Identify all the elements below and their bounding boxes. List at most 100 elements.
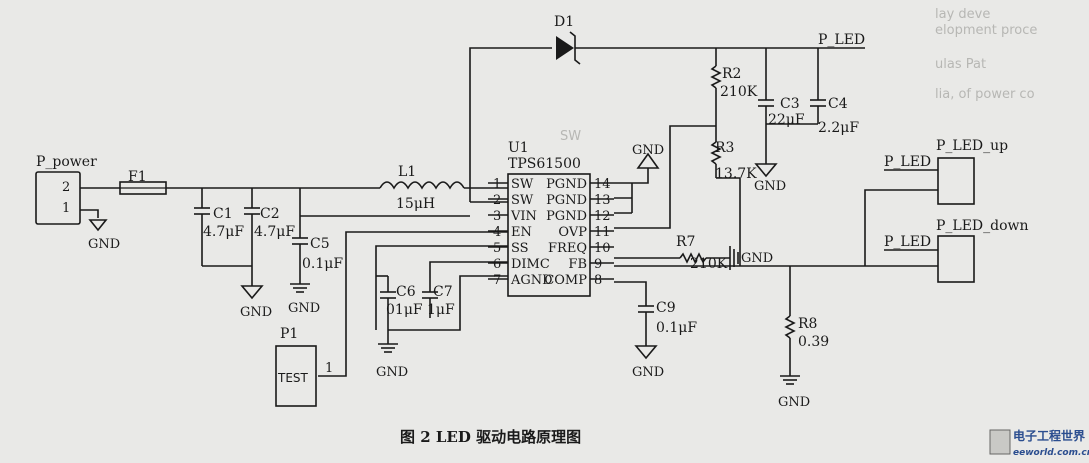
c3-value: 22μF bbox=[768, 112, 805, 128]
p-led-net-label: P_LED bbox=[818, 32, 865, 48]
p-led-label: P_LED bbox=[884, 234, 931, 250]
c7-value: 1μF bbox=[427, 302, 455, 318]
ic-pin-name: DIMC bbox=[511, 257, 550, 272]
ic-pin-number: 2 bbox=[493, 193, 501, 208]
capacitor-c1: C1 4.7μF bbox=[194, 188, 244, 266]
gnd-label: GND bbox=[240, 305, 272, 320]
resistor-r8: R8 0.39 bbox=[784, 266, 829, 376]
gnd-label: GND bbox=[754, 179, 786, 194]
ic-pin-name: VIN bbox=[510, 209, 537, 224]
c9-ref: C9 bbox=[656, 300, 676, 316]
gnd-label: GND bbox=[778, 395, 810, 410]
connector-p-led-down: P_LED_down P_LED bbox=[884, 218, 1029, 283]
r8-value: 0.39 bbox=[798, 334, 829, 350]
ghost-text: lia, of power co bbox=[935, 87, 1035, 102]
gnd-symbol: GND bbox=[288, 283, 320, 316]
ic-pin-number: 9 bbox=[594, 257, 602, 272]
l1-ref: L1 bbox=[398, 164, 416, 180]
r2-value: 210K bbox=[720, 84, 758, 100]
connector-body bbox=[937, 235, 975, 283]
agnd-wire bbox=[459, 275, 508, 318]
ic-pin-number: 10 bbox=[594, 241, 611, 256]
diode-triangle bbox=[556, 36, 574, 60]
figure-caption: 图 2 LED 驱动电路原理图 bbox=[400, 428, 581, 446]
ic-pin-name: PGND bbox=[546, 177, 587, 192]
r3-ref: R3 bbox=[715, 140, 734, 156]
ic-pin-name: FREQ bbox=[548, 241, 587, 256]
gnd-label: GND bbox=[288, 301, 320, 316]
c4-value: 2.2μF bbox=[818, 120, 859, 136]
c6-ref: C6 bbox=[396, 284, 416, 300]
capacitor-c9: C9 0.1μF bbox=[614, 281, 697, 346]
r7-value: 210K bbox=[690, 256, 728, 272]
p-led-label: P_LED bbox=[884, 154, 931, 170]
ic-pin-number: 5 bbox=[493, 241, 501, 256]
d1-ref: D1 bbox=[554, 14, 574, 30]
gnd-label: GND bbox=[376, 365, 408, 380]
c2-ref: C2 bbox=[260, 206, 280, 222]
p1-ref: P1 bbox=[280, 326, 298, 342]
gnd-label: GND bbox=[741, 251, 773, 266]
gnd-symbol: GND bbox=[754, 163, 786, 194]
p-power-connector: P_power 2 1 bbox=[35, 154, 120, 225]
f1-label: F1 bbox=[128, 169, 147, 185]
connector-body bbox=[275, 345, 317, 407]
background-ghost-text: lay deve elopment proce ulas Pat lia, of… bbox=[560, 7, 1037, 144]
p-led-down-label: P_LED_down bbox=[936, 218, 1029, 234]
ic-pin-number: 7 bbox=[493, 273, 501, 288]
c2-value: 4.7μF bbox=[254, 224, 295, 240]
connector-body bbox=[35, 171, 81, 225]
dimc-wire bbox=[429, 261, 508, 278]
p-led-up-label: P_LED_up bbox=[936, 138, 1008, 154]
gnd-symbol: GND bbox=[88, 219, 120, 252]
c5-ref: C5 bbox=[310, 236, 330, 252]
r7-ref: R7 bbox=[676, 234, 695, 250]
ic-pin-number: 1 bbox=[493, 177, 501, 192]
ghost-text: lay deve bbox=[935, 7, 990, 22]
ic-part: TPS61500 bbox=[508, 156, 581, 172]
capacitor-c7: C7 1μF bbox=[422, 278, 455, 318]
ic-pin-name: SW bbox=[511, 193, 534, 208]
logo-url: eeworld.com.cn bbox=[1013, 448, 1089, 458]
inductor-l1: L1 15μH bbox=[379, 164, 465, 212]
c6-value: 01μF bbox=[386, 302, 423, 318]
ic-pin-name: SS bbox=[511, 241, 529, 256]
ic-pin-name: PGND bbox=[546, 193, 587, 208]
logo-name: 电子工程世界 bbox=[1013, 428, 1085, 443]
ic-pin-number: 12 bbox=[594, 209, 611, 224]
c1-value: 4.7μF bbox=[203, 224, 244, 240]
resistor-zigzag bbox=[679, 252, 707, 264]
ic-pin-number: 14 bbox=[594, 177, 611, 192]
r3-value: 13.7K bbox=[715, 166, 757, 182]
c4-ref: C4 bbox=[828, 96, 848, 112]
resistor-zigzag bbox=[784, 315, 796, 339]
logo-mark-icon bbox=[989, 429, 1011, 455]
ic-pin-number: 3 bbox=[493, 209, 501, 224]
gnd-label: GND bbox=[632, 365, 664, 380]
p1-name: TEST bbox=[277, 371, 309, 385]
ic-pin-name: PGND bbox=[546, 209, 587, 224]
gnd-symbol: GND bbox=[632, 143, 664, 169]
ic-pin-number: 13 bbox=[594, 193, 611, 208]
resistor-zigzag bbox=[710, 141, 722, 165]
capacitor-c4: C4 2.2μF bbox=[766, 48, 859, 136]
ic-pin-name: SW bbox=[511, 177, 534, 192]
gnd-symbol: GND bbox=[778, 375, 810, 410]
ic-ref: U1 bbox=[508, 140, 529, 156]
en-wire bbox=[318, 231, 508, 377]
inductor-coil bbox=[379, 181, 465, 190]
ic-pin-name: OVP bbox=[558, 225, 587, 240]
capacitor-c6: C6 01μF bbox=[376, 275, 423, 330]
gnd-label: GND bbox=[632, 143, 664, 158]
l1-value: 15μH bbox=[396, 196, 435, 212]
gnd-symbol: GND bbox=[240, 285, 272, 320]
gnd-label: GND bbox=[88, 237, 120, 252]
r8-ref: R8 bbox=[798, 316, 817, 332]
capacitor-c3: C3 22μF bbox=[758, 48, 805, 164]
connector-body bbox=[937, 157, 975, 205]
c9-value: 0.1μF bbox=[656, 320, 697, 336]
ghost-text: ulas Pat bbox=[935, 57, 986, 72]
